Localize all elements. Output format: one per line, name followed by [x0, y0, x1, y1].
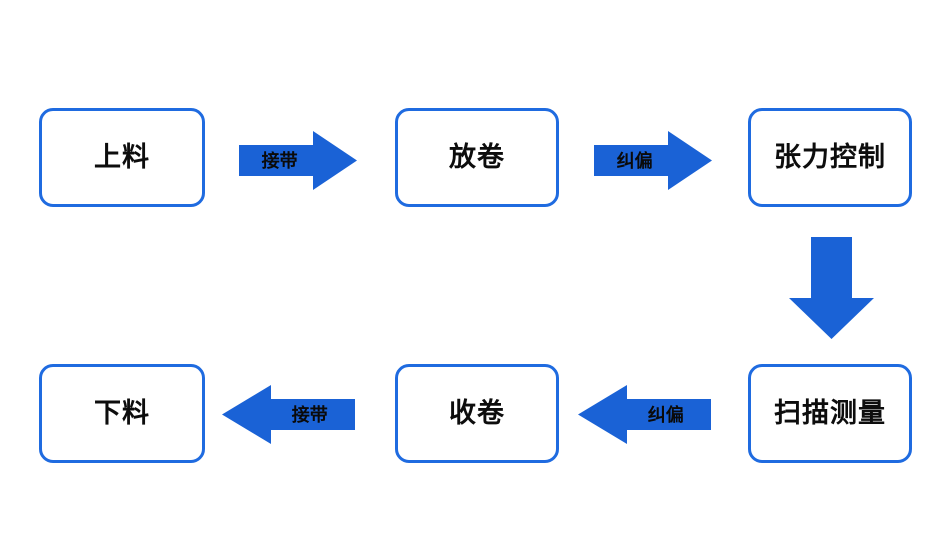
process-node-label: 上料	[94, 142, 150, 172]
process-node-rewinding[interactable]: 收卷	[395, 364, 559, 463]
flow-arrow-rewinding-to-unloading[interactable]: 接带	[222, 385, 355, 444]
flow-arrow-label: 接带	[261, 150, 298, 171]
flow-arrow-tension-to-scanning[interactable]	[789, 237, 874, 339]
arrow-right-icon	[239, 131, 357, 190]
arrow-left-icon	[222, 385, 355, 444]
process-node-label: 扫描测量	[774, 398, 886, 428]
flow-arrow-scanning-to-rewinding[interactable]: 纠偏	[578, 385, 711, 444]
arrow-down-icon	[789, 237, 874, 339]
arrow-left-icon	[578, 385, 711, 444]
process-node-unloading[interactable]: 下料	[39, 364, 205, 463]
process-node-loading[interactable]: 上料	[39, 108, 205, 207]
process-node-label: 张力控制	[774, 142, 886, 172]
flow-arrow-label: 接带	[291, 404, 328, 425]
process-node-label: 下料	[94, 398, 150, 428]
process-node-scanning[interactable]: 扫描测量	[748, 364, 912, 463]
process-node-tension[interactable]: 张力控制	[748, 108, 912, 207]
process-node-unwinding[interactable]: 放卷	[395, 108, 559, 207]
arrow-right-icon	[594, 131, 712, 190]
process-node-label: 放卷	[449, 142, 505, 172]
flow-arrow-label	[789, 237, 874, 339]
flow-arrow-label: 纠偏	[647, 404, 684, 425]
flow-arrow-unwinding-to-tension[interactable]: 纠偏	[594, 131, 712, 190]
process-node-label: 收卷	[449, 398, 505, 428]
flow-arrow-loading-to-unwinding[interactable]: 接带	[239, 131, 357, 190]
flow-arrow-label: 纠偏	[616, 150, 653, 171]
